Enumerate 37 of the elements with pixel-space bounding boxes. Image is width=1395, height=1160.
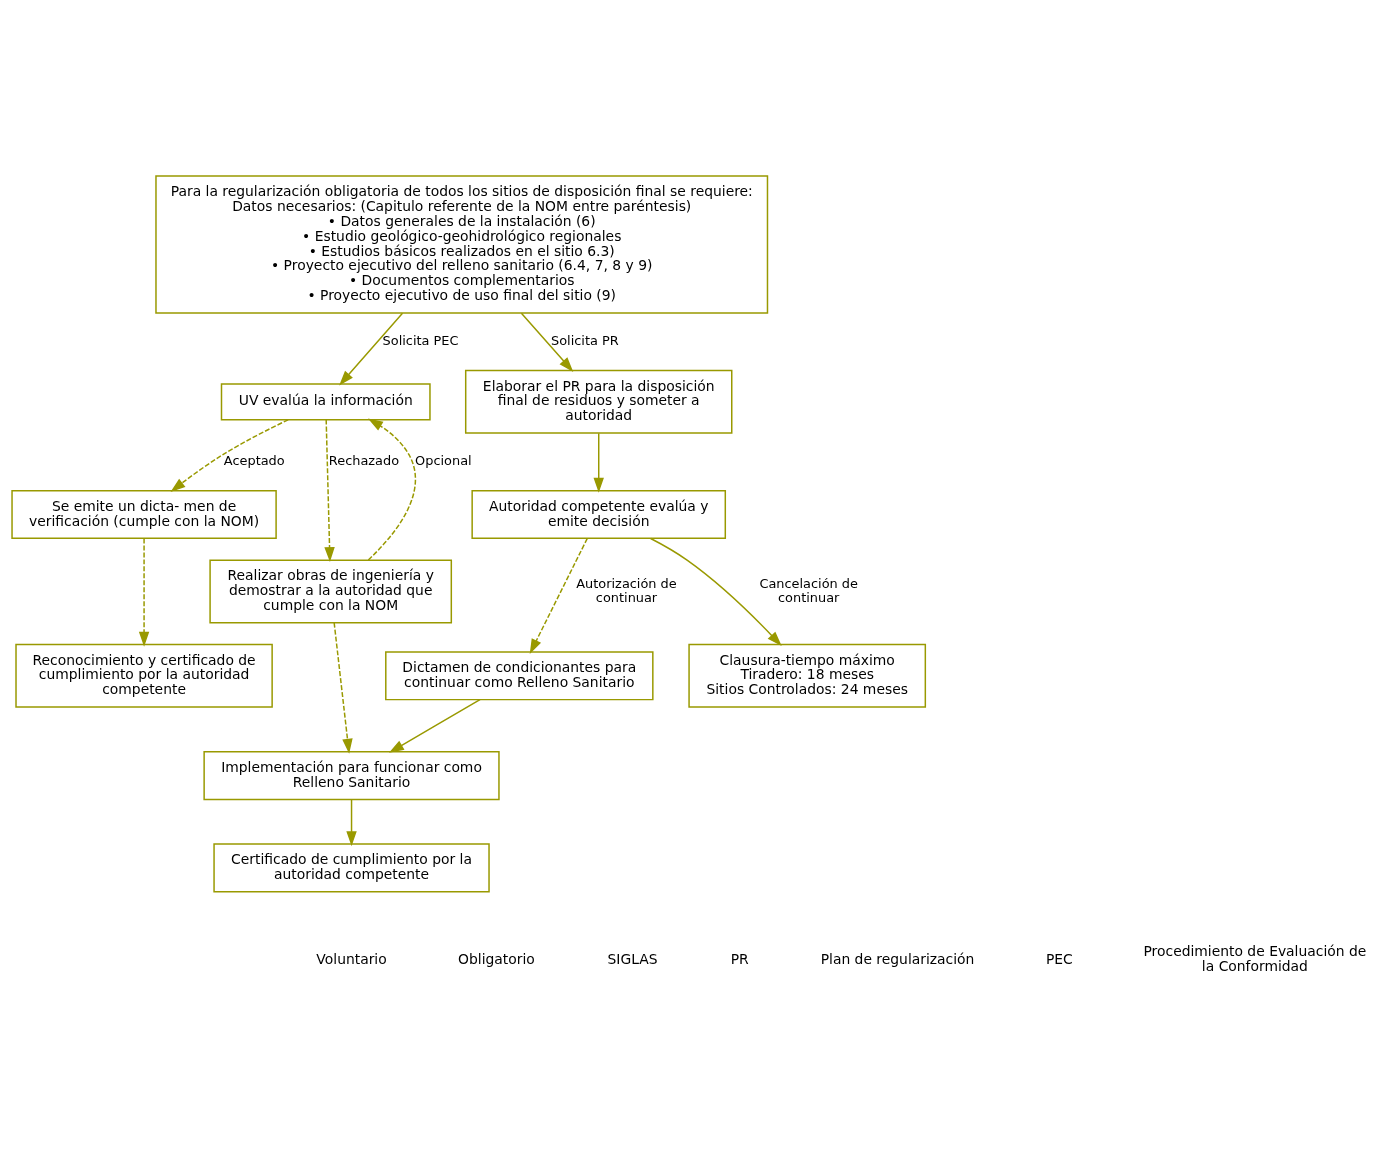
edge-label: Cancelación de continuar — [759, 575, 858, 605]
arrow — [333, 622, 353, 754]
edge-label: Autorización de continuar — [576, 575, 677, 605]
arrow — [529, 537, 588, 654]
label: PR — [730, 950, 749, 967]
label: Plan de regularización — [820, 950, 975, 967]
label: Voluntario — [316, 950, 387, 967]
edge-label: Solicita PR — [550, 333, 619, 349]
arrow — [367, 418, 417, 561]
arrow — [324, 419, 335, 563]
node-box: Autoridad competente evalúa y emite decisión — [471, 489, 727, 540]
node-box: Se emite un dicta- men de verificación (cumple con la NOM) — [11, 489, 277, 540]
arrow — [520, 312, 574, 372]
label: Procedimiento de Evaluación de la Conformidad — [1143, 943, 1367, 975]
edge-label: Solicita PEC — [382, 333, 459, 349]
edge-label: Aceptado — [223, 453, 285, 469]
arrow — [649, 537, 782, 647]
node-box: Para la regularización obligatoria de todos los sitios de disposición final se requiere: Datos necesarios: (Capitulo referente de la NOM entre paréntesis) • Datos generales de la instalación (6) • Estudio geológico-geohidrológico regionales • Estudios básicos realizados en el sitio 6.3) • Proyecto ejecutivo del relleno sanitario (6.4, 7, 8 y 9) • Documentos complementarios • Proyecto ejecutivo de uso final del sitio (9) — [155, 175, 769, 314]
arrow — [170, 419, 289, 492]
node-box: Certificado de cumplimiento por la autoridad competente — [213, 843, 490, 893]
node-box: Implementación para funcionar como Relleno Sanitario — [203, 751, 500, 801]
label: Obligatorio — [458, 950, 535, 967]
node-box: Elaborar el PR para la disposición final de residuos y someter a autoridad — [464, 369, 733, 434]
arrow — [388, 698, 481, 753]
label: PEC — [1045, 950, 1073, 967]
edge-label: Opcional — [415, 453, 472, 469]
edge-label: Rechazado — [328, 453, 400, 469]
arrow — [593, 432, 604, 493]
node-box: Dictamen de condicionantes para continuar como Relleno Sanitario — [385, 651, 654, 701]
node-box: Clausura-tiempo máximo Tiradero: 18 meses Sitios Controlados: 24 meses — [688, 643, 927, 708]
arrow — [138, 537, 150, 647]
node-box: Reconocimiento y certificado de cumplimiento por la autoridad competente — [15, 643, 273, 708]
arrow — [346, 799, 357, 847]
arrow — [339, 312, 404, 386]
node-box: Realizar obras de ingeniería y demostrar a la autoridad que cumple con la NOM — [209, 559, 453, 624]
label: SIGLAS — [607, 950, 658, 967]
node-box: UV evalúa la información — [220, 383, 431, 421]
